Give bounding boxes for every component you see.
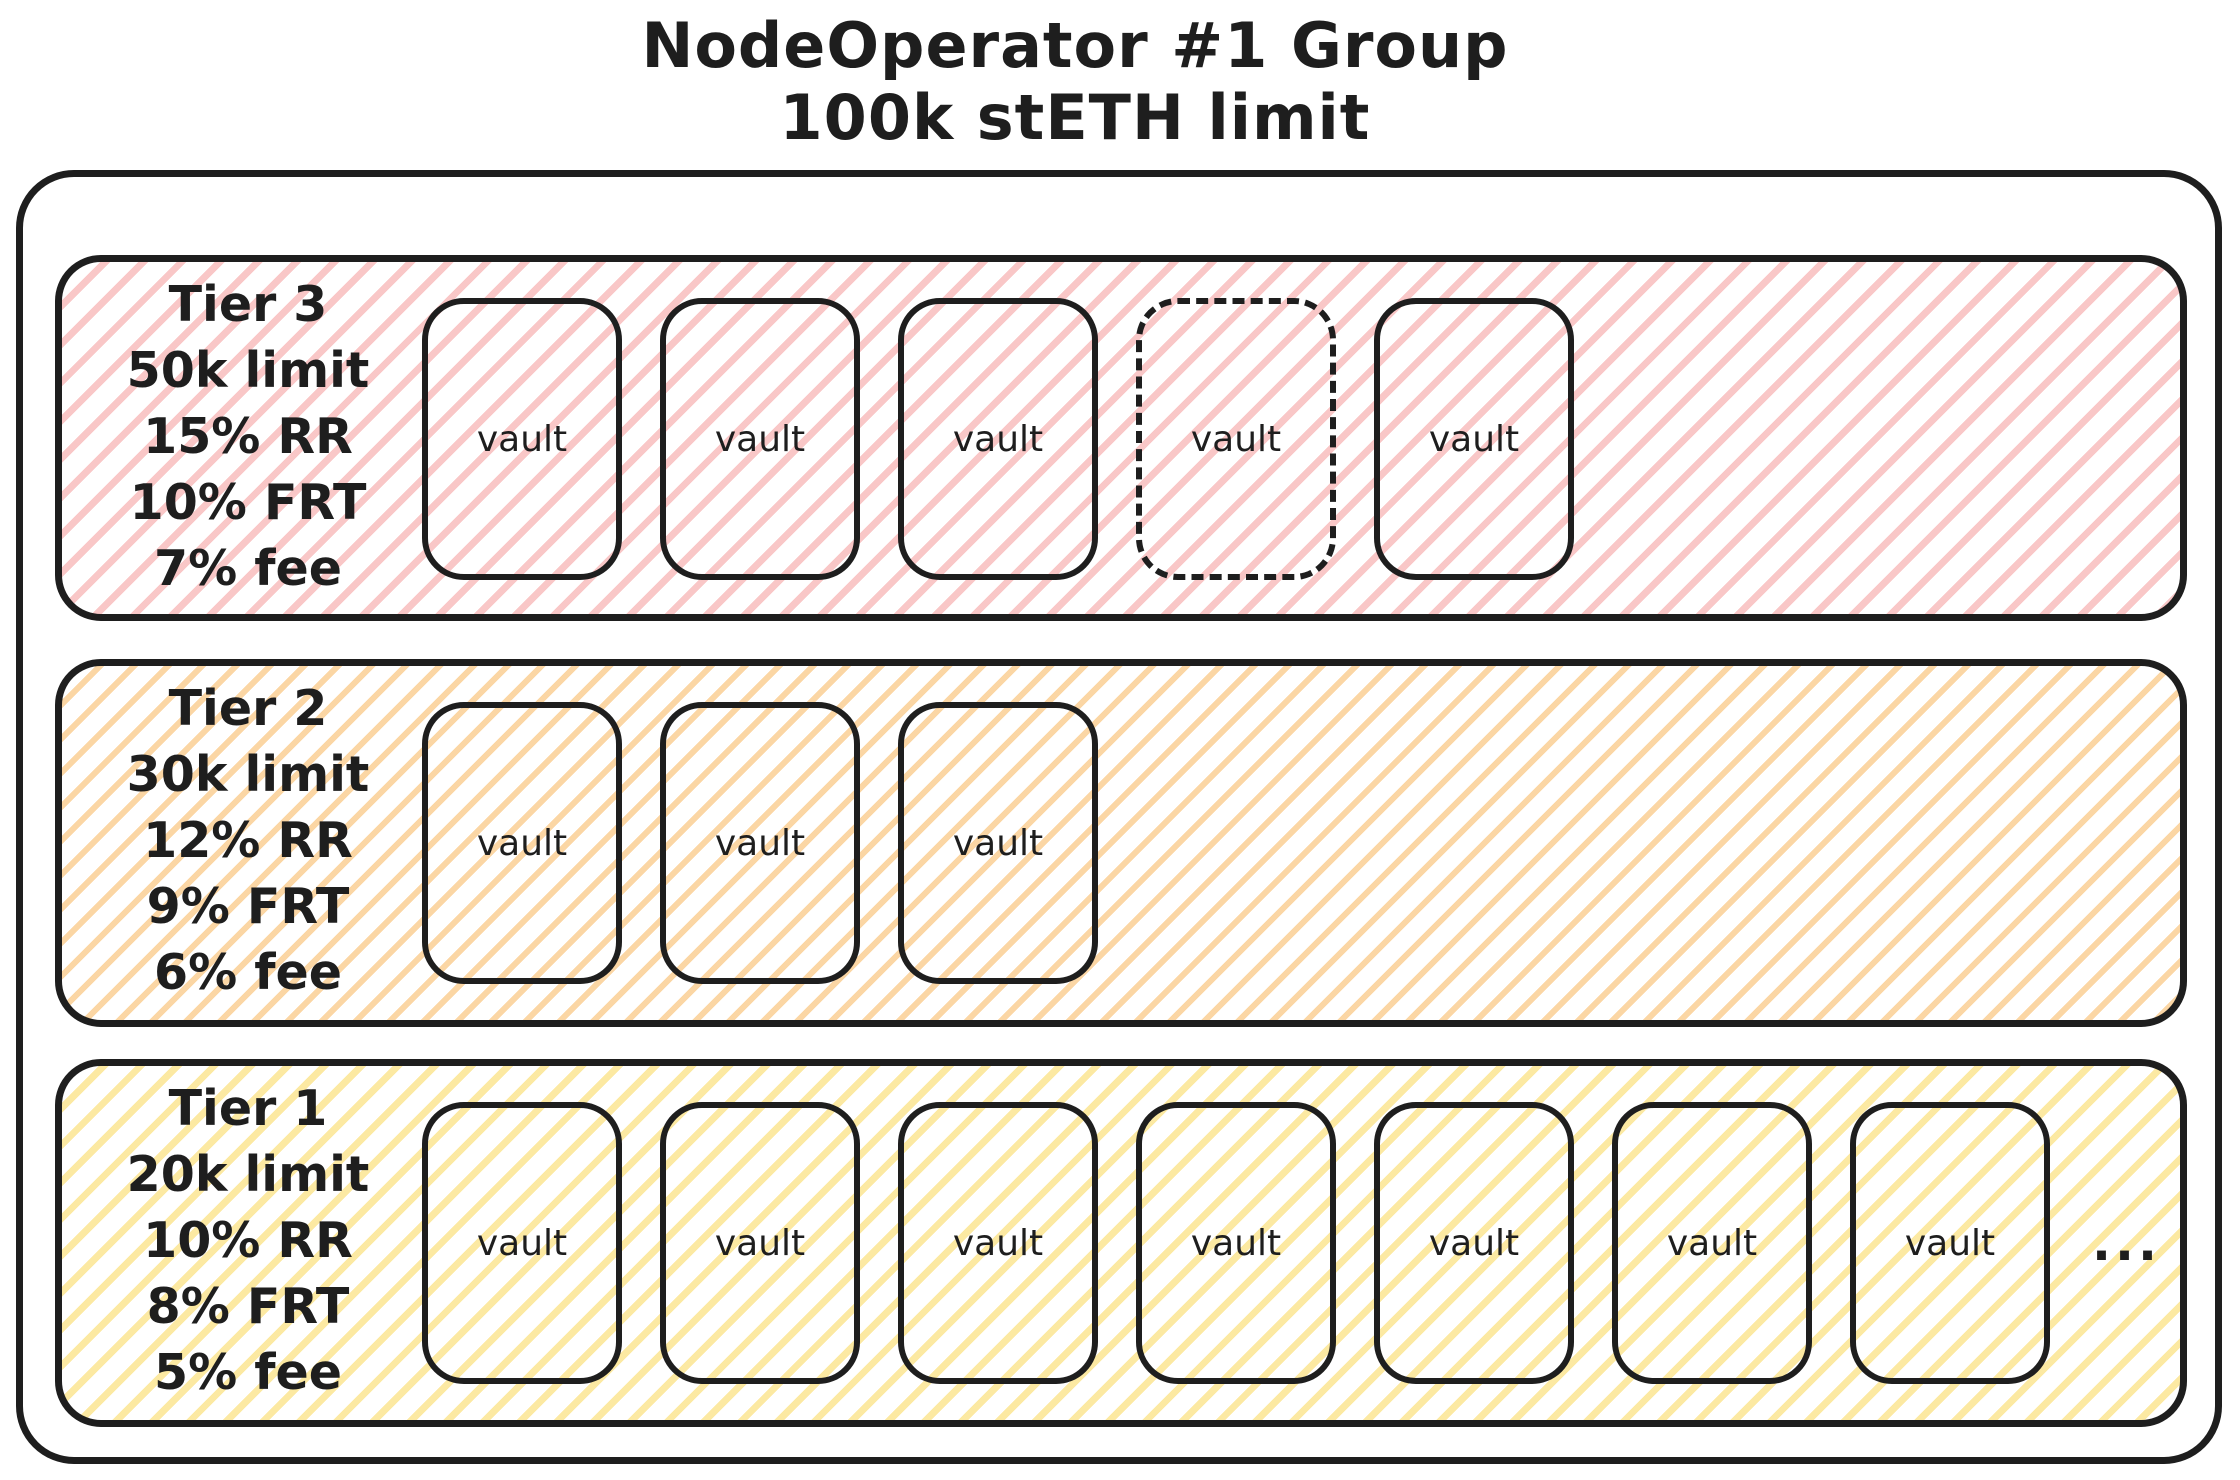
tier-3-limit: 50k limit (126, 342, 370, 399)
vault-box: vault (898, 702, 1098, 984)
vault-box: vault (1374, 1102, 1574, 1384)
tier-3-frt: 10% FRT (129, 474, 367, 531)
vault-box: vault (898, 298, 1098, 580)
tier-2-limit: 30k limit (126, 746, 370, 803)
vault-label: vault (714, 1222, 806, 1264)
tier-1-frt: 8% FRT (146, 1278, 350, 1335)
tier-3-name: Tier 3 (168, 276, 328, 333)
vault-box: vault (1374, 298, 1574, 580)
vault-label: vault (1190, 418, 1282, 460)
tier-2-name: Tier 2 (168, 680, 328, 737)
vault-box: vault (422, 298, 622, 580)
tier-3-band: Tier 3 50k limit 15% RR 10% FRT 7% fee v… (55, 255, 2187, 621)
vault-label: vault (714, 822, 806, 864)
tier-2-band: Tier 2 30k limit 12% RR 9% FRT 6% fee va… (55, 659, 2187, 1027)
vault-label: vault (1428, 1222, 1520, 1264)
vault-box-pending: vault (1136, 298, 1336, 580)
vault-label: vault (1190, 1222, 1282, 1264)
vault-label: vault (714, 418, 806, 460)
tier-2-label: Tier 2 30k limit 12% RR 9% FRT 6% fee (80, 676, 416, 1006)
tier-3-fee: 7% fee (153, 540, 343, 597)
vault-box: vault (1612, 1102, 1812, 1384)
vault-box: vault (660, 702, 860, 984)
vault-box: vault (422, 702, 622, 984)
node-operator-group-container: Tier 3 50k limit 15% RR 10% FRT 7% fee v… (16, 170, 2222, 1464)
vault-box: vault (1136, 1102, 1336, 1384)
vault-label: vault (952, 418, 1044, 460)
vault-box: vault (1850, 1102, 2050, 1384)
vault-label: vault (476, 1222, 568, 1264)
vault-label: vault (476, 418, 568, 460)
vault-box: vault (660, 1102, 860, 1384)
vault-label: vault (1666, 1222, 1758, 1264)
tier-3-rr: 15% RR (143, 408, 353, 465)
title-line-2: 100k stETH limit (779, 81, 1371, 154)
tier-1-name: Tier 1 (168, 1080, 328, 1137)
vault-label: vault (952, 1222, 1044, 1264)
tier-1-rr: 10% RR (143, 1212, 353, 1269)
vault-label: vault (476, 822, 568, 864)
tier-2-frt: 9% FRT (146, 878, 350, 935)
tier-1-fee: 5% fee (153, 1344, 343, 1401)
vault-box: vault (660, 298, 860, 580)
tier-1-label: Tier 1 20k limit 10% RR 8% FRT 5% fee (80, 1076, 416, 1406)
tier-2-fee: 6% fee (153, 944, 343, 1001)
vault-box: vault (422, 1102, 622, 1384)
vault-label: vault (952, 822, 1044, 864)
tier-3-label: Tier 3 50k limit 15% RR 10% FRT 7% fee (80, 272, 416, 602)
vault-box: vault (898, 1102, 1098, 1384)
vault-label: vault (1428, 418, 1520, 460)
tier-1-limit: 20k limit (126, 1146, 370, 1203)
page-title: NodeOperator #1 Group 100k stETH limit (275, 10, 1875, 154)
tier-1-band: Tier 1 20k limit 10% RR 8% FRT 5% fee va… (55, 1059, 2187, 1427)
tier-2-rr: 12% RR (143, 812, 353, 869)
title-line-1: NodeOperator #1 Group (641, 9, 1509, 82)
more-vaults-ellipsis: ... (2092, 1214, 2161, 1272)
vault-label: vault (1904, 1222, 1996, 1264)
